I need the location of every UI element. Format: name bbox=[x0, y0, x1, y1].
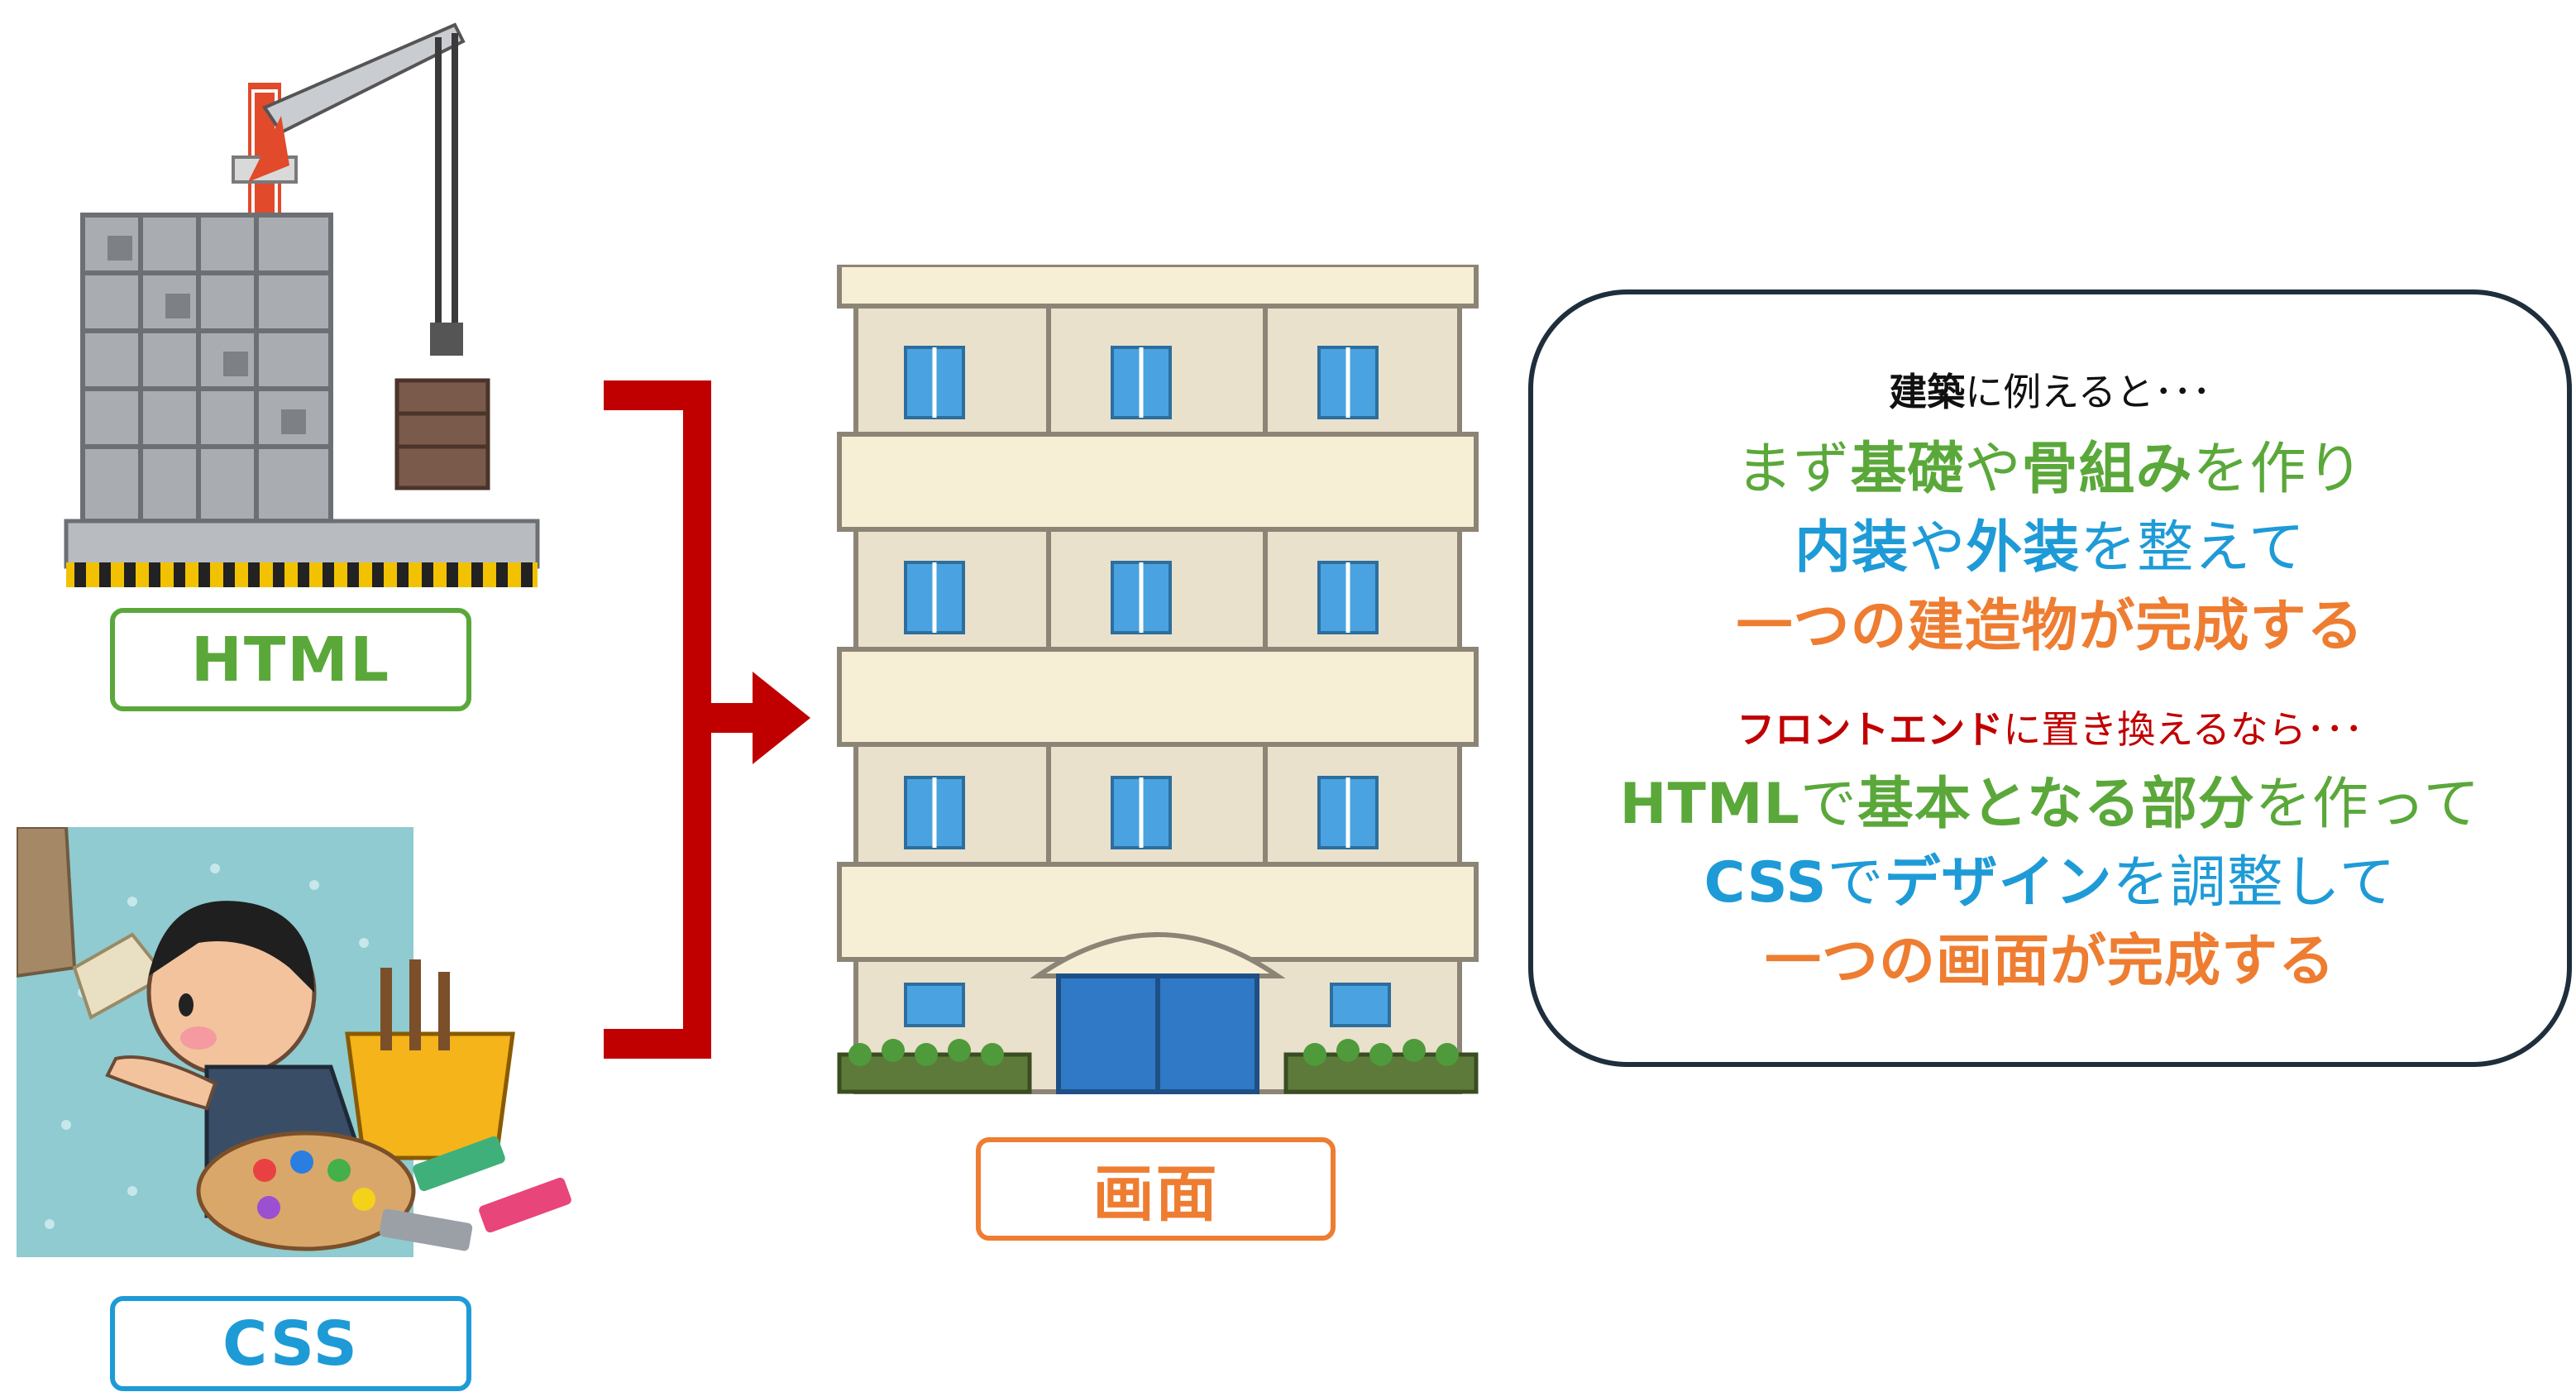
callout-line-1: 建築に例えると･･･ bbox=[1533, 362, 2567, 417]
callout-8-seg-1: 一つの画面が完成する bbox=[1764, 929, 2335, 994]
callout-2-seg-3: や bbox=[1964, 437, 2022, 502]
bracket-shape bbox=[604, 380, 711, 1059]
callout-line-6: HTMLで基本となる部分を作って bbox=[1533, 758, 2567, 840]
html-label-text: HTML bbox=[190, 624, 391, 696]
callout-6-seg-1: HTML bbox=[1619, 772, 1800, 837]
callout-line-5: フロントエンドに置き換えるなら･･･ bbox=[1533, 700, 2567, 754]
arrow-head bbox=[753, 672, 810, 764]
callout-7-seg-3: デザイン bbox=[1884, 850, 2113, 916]
callout-5-seg-2: に置き換えるなら･･･ bbox=[2003, 707, 2363, 752]
screen-label-text: 画面 bbox=[1092, 1159, 1219, 1230]
callout-7-seg-4: を調整して bbox=[2112, 850, 2397, 916]
callout-1-seg-2: に例えると･･･ bbox=[1965, 370, 2211, 414]
callout-line-8: 一つの画面が完成する bbox=[1533, 915, 2567, 997]
screen-label: 画面 bbox=[976, 1137, 1336, 1241]
callout-6-seg-3: 基本となる部分 bbox=[1857, 772, 2255, 837]
callout-3-seg-2: や bbox=[1909, 515, 1967, 581]
callout-3-seg-3: 外装 bbox=[1966, 515, 2081, 581]
callout-2-seg-4: 骨組み bbox=[2021, 437, 2193, 502]
css-label-text: CSS bbox=[222, 1308, 359, 1380]
callout-6-seg-4: を作って bbox=[2254, 772, 2481, 837]
callout-5-seg-1: フロントエンド bbox=[1737, 707, 2004, 752]
css-label: CSS bbox=[110, 1296, 471, 1391]
arrow-shaft bbox=[711, 703, 753, 733]
callout-4-seg-1: 一つの建造物が完成する bbox=[1736, 594, 2364, 659]
callout-6-seg-2: で bbox=[1799, 772, 1857, 837]
callout-1-seg-1: 建築 bbox=[1889, 370, 1966, 414]
callout-2-seg-1: まず bbox=[1736, 437, 1851, 502]
building-under-construction-illustration bbox=[64, 22, 540, 587]
callout-7-seg-2: で bbox=[1827, 850, 1885, 916]
callout-line-3: 内装や外装を整えて bbox=[1533, 501, 2567, 583]
callout-2-seg-5: を作り bbox=[2192, 437, 2364, 502]
finished-apartment-building-illustration bbox=[837, 265, 1479, 1094]
callout-3-seg-4: を整えて bbox=[2080, 515, 2306, 581]
painter-wallpaper-illustration bbox=[17, 827, 571, 1257]
callout-line-4: 一つの建造物が完成する bbox=[1533, 580, 2567, 662]
callout-7-seg-1: CSS bbox=[1704, 850, 1828, 916]
analogy-callout: 建築に例えると･･･ まず基礎や骨組みを作り 内装や外装を整えて 一つの建造物が… bbox=[1528, 289, 2572, 1067]
callout-2-seg-2: 基礎 bbox=[1850, 437, 1965, 502]
callout-line-7: CSSでデザインを調整して bbox=[1533, 836, 2567, 918]
callout-3-seg-1: 内装 bbox=[1795, 515, 1909, 581]
merge-bracket-arrow bbox=[604, 380, 810, 1059]
callout-line-2: まず基礎や骨組みを作り bbox=[1533, 423, 2567, 505]
html-label: HTML bbox=[110, 608, 471, 711]
